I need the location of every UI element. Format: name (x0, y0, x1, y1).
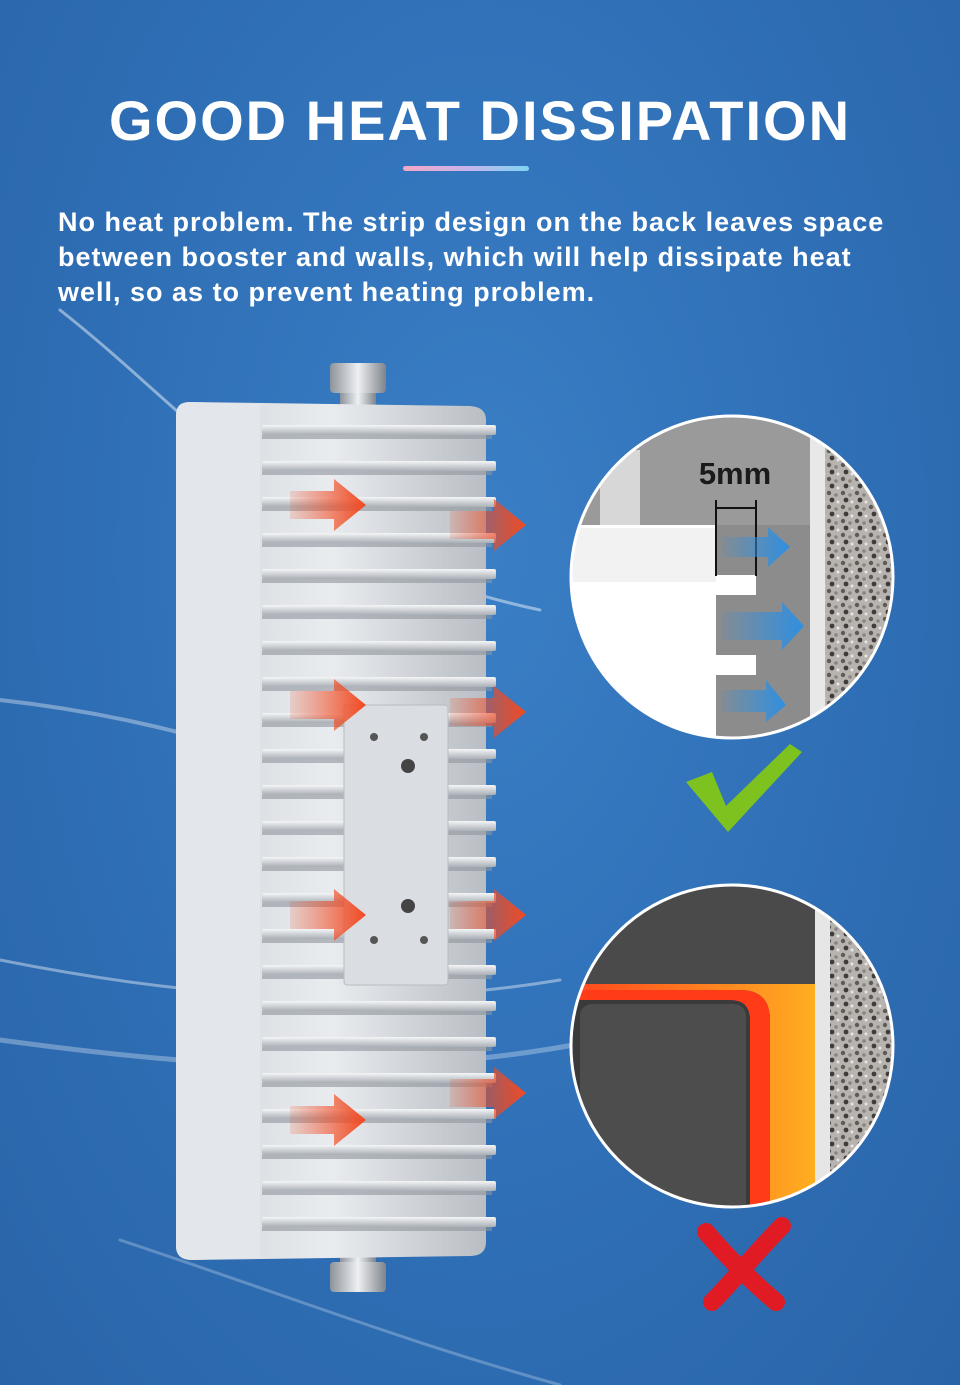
heatsink-fin-shadow (262, 507, 492, 511)
heatsink-fin-shadow (262, 543, 492, 547)
heatsink-fin (262, 569, 496, 579)
page-title: GOOD HEAT DISSIPATION (108, 89, 852, 152)
signal-booster-heatsink (176, 402, 496, 1260)
heat-arrow (450, 499, 526, 551)
heatsink-fin (262, 1037, 496, 1047)
heat-arrow (290, 679, 366, 731)
feature-description: No heat problem. The strip design on the… (58, 207, 885, 307)
heatsink-fin-shadow (262, 1155, 492, 1159)
heatsink-fin-shadow (262, 1011, 492, 1015)
cross-mark-icon (697, 1217, 791, 1311)
heat-arrow (450, 1067, 526, 1119)
heatsink-fin-shadow (262, 1083, 492, 1087)
heatsink-fin (262, 677, 496, 687)
heatsink-fin-shadow (262, 1191, 492, 1195)
heat-arrow (290, 1094, 366, 1146)
title-underline (403, 166, 529, 171)
heatsink-fin-shadow (262, 471, 492, 475)
heatsink-fin (262, 1145, 496, 1155)
bad-mounting-detail (569, 883, 895, 1209)
heatsink-fin (262, 641, 496, 651)
heat-arrow (290, 479, 366, 531)
heatsink-fin (262, 461, 496, 471)
heatsink-fin (262, 425, 496, 435)
heat-arrow (450, 686, 526, 738)
heatsink-fin-shadow (262, 435, 492, 439)
heatsink-fin (262, 605, 496, 615)
heat-arrow (290, 889, 366, 941)
heatsink-fin (262, 1073, 496, 1083)
heatsink-fin-shadow (262, 1119, 492, 1123)
heat-arrows (290, 479, 526, 1146)
heatsink-fin-shadow (262, 687, 492, 691)
heatsink-fin-shadow (262, 1047, 492, 1051)
heat-arrow (450, 889, 526, 941)
heatsink-fin (262, 1181, 496, 1191)
mounting-plate (343, 704, 449, 986)
check-mark-icon (686, 744, 802, 832)
heatsink-fin-shadow (262, 615, 492, 619)
heatsink-fin-shadow (262, 651, 492, 655)
good-mounting-detail (569, 414, 895, 740)
gap-measurement-label: 5mm (698, 456, 772, 491)
heatsink-fin (262, 1217, 496, 1227)
heatsink-fin-shadow (262, 579, 492, 583)
airflow-arrows (722, 527, 804, 722)
heatsink-fin-shadow (262, 1227, 492, 1231)
heatsink-fin (262, 1001, 496, 1011)
heatsink-fin (262, 533, 496, 543)
